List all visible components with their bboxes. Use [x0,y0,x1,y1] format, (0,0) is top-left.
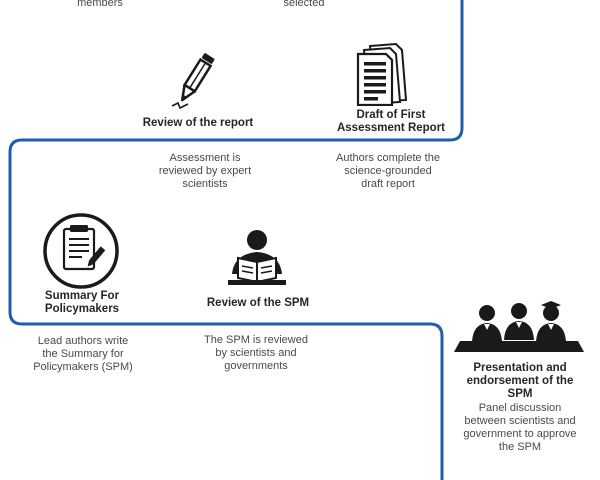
panel-icon [454,301,584,352]
desc-line: reviewed by expert [158,165,252,177]
spm-summary-title: Summary For Policymakers [20,290,144,316]
desc-line: the SPM [498,441,542,453]
reader-icon [228,230,286,285]
title-line: endorsement of the [466,375,574,387]
title-line: Policymakers [44,303,120,315]
title-line: Draft of First [356,109,426,121]
pencil-icon [171,53,215,110]
desc-line: Panel discussion [478,402,562,414]
desc-line: between scientists and [464,415,576,427]
desc-line: The SPM is reviewed [204,334,308,346]
review-spm-title: Review of the SPM [206,297,310,309]
review-spm-desc: The SPM is reviewed by scientists and go… [186,334,326,373]
desc-line: Assessment is [169,152,241,164]
review-report-title: Review of the report [142,117,254,129]
desc-line: Lead authors write [37,335,129,347]
documents-icon [356,42,408,106]
draft-first-desc: Authors complete the science-grounded dr… [318,152,458,191]
presentation-desc: Panel discussion between scientists and … [452,402,588,454]
desc-line: scientists [182,178,228,190]
desc-line: government to approve [463,428,577,440]
members-text: members [77,0,123,9]
title-line: Assessment Report [336,122,445,134]
desc-line: draft report [361,178,415,190]
desc-line: the Summary for [42,348,124,360]
selected-text: selected [283,0,325,9]
draft-first-title: Draft of First Assessment Report [316,109,466,135]
desc-line: Policymakers (SPM) [33,361,133,373]
review-report-desc: Assessment is reviewed by expert scienti… [140,152,270,191]
desc-line: Authors complete the [336,152,440,164]
presentation-title: Presentation and endorsement of the SPM [452,362,588,401]
title-line: Presentation and [473,362,567,374]
title-line: Summary For [44,290,120,302]
desc-line: science-grounded [344,165,432,177]
title-line: SPM [507,388,533,400]
document-pen-icon [43,213,119,289]
desc-line: by scientists and [215,347,297,359]
desc-line: governments [224,360,288,372]
spm-summary-desc: Lead authors write the Summary for Polic… [18,335,148,374]
